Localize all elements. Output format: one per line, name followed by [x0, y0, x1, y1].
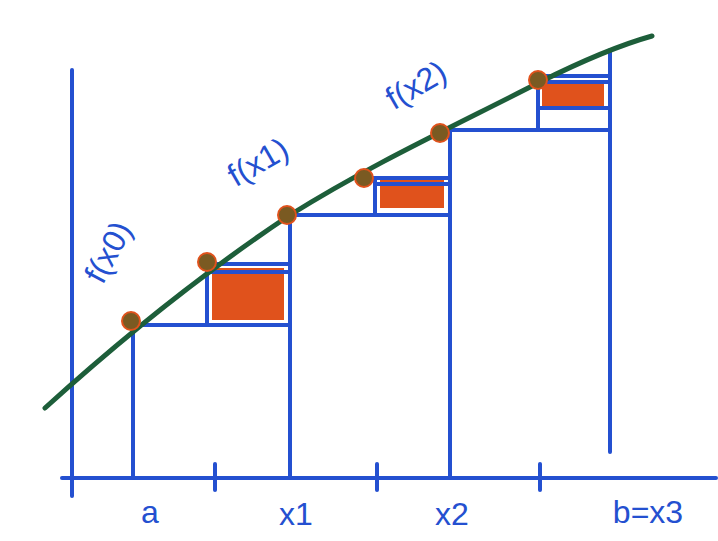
- axis-point-label: x2: [435, 498, 469, 530]
- axis-point-label: x1: [279, 498, 313, 530]
- function-curve: [45, 36, 652, 408]
- function-value-label: f(x1): [222, 132, 293, 192]
- sample-dots: [122, 71, 547, 330]
- axis-point-label: b=x3: [613, 496, 683, 528]
- function-value-label: f(x2): [380, 55, 451, 115]
- axis-point-label: a: [141, 496, 159, 528]
- axes-and-rectangles: [62, 50, 716, 496]
- function-value-label: f(x0): [79, 216, 137, 288]
- error-regions: [212, 82, 604, 320]
